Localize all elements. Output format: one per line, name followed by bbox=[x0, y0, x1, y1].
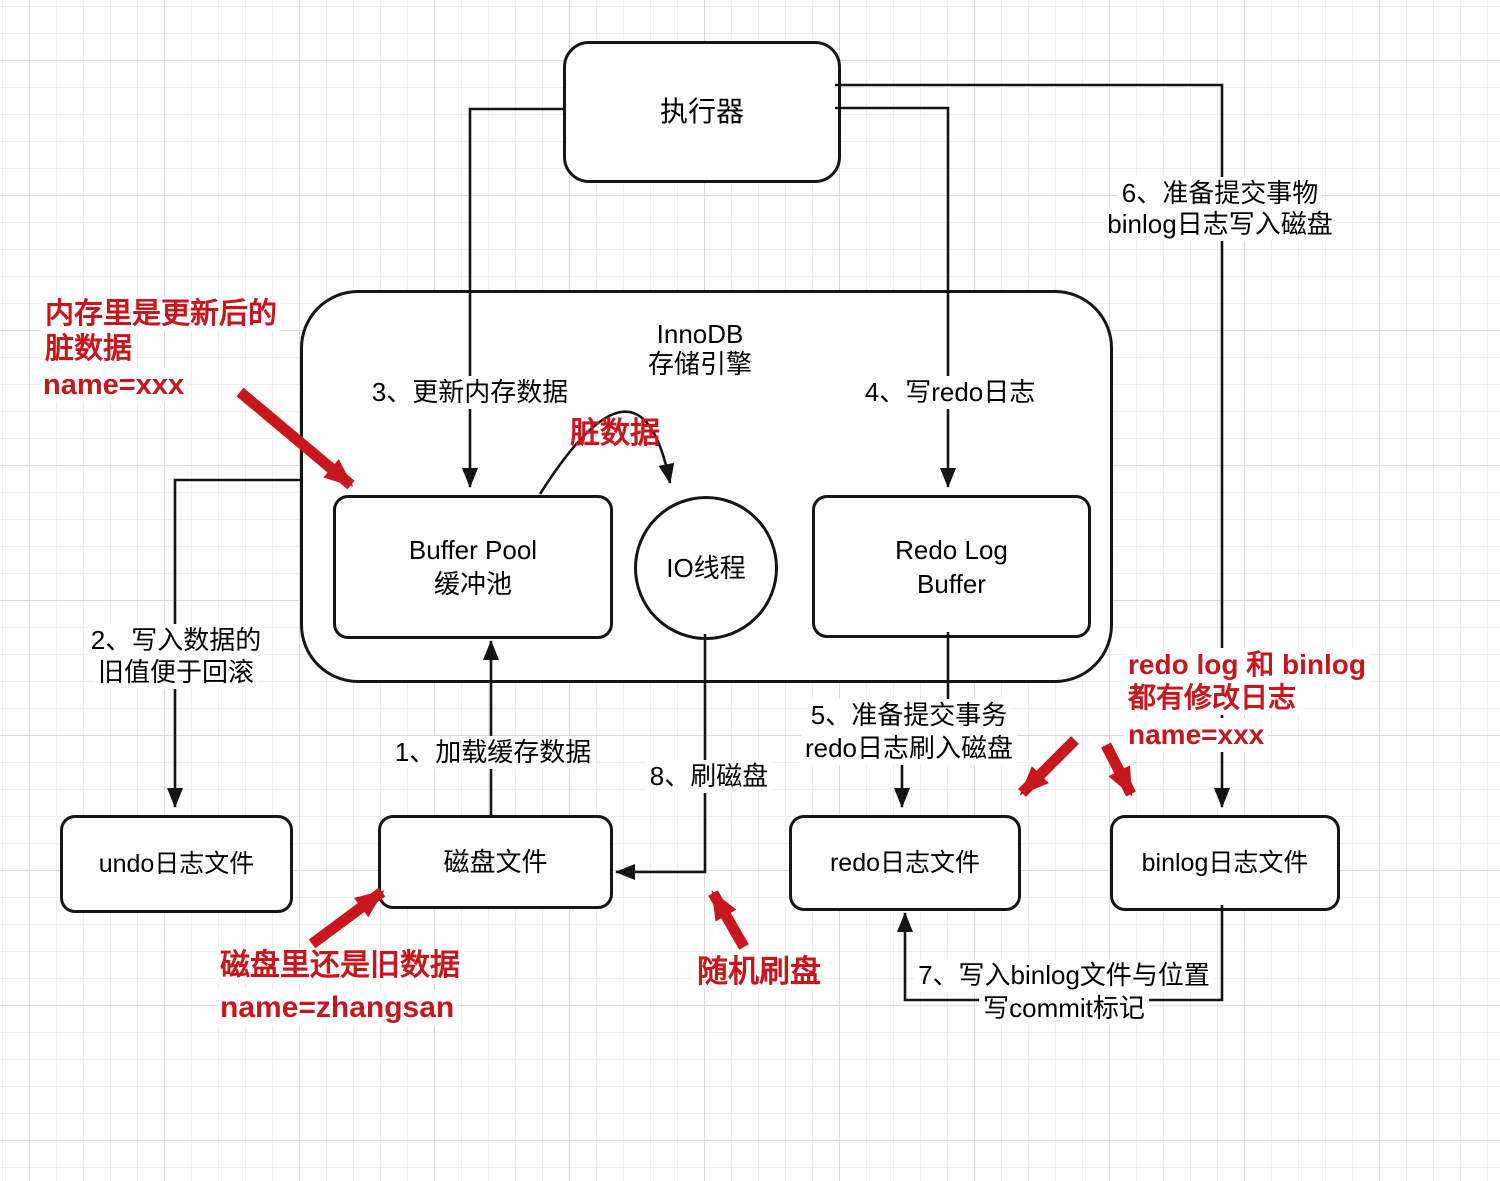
flow-8-io-thread-to-disk-file bbox=[615, 634, 707, 880]
step1-label: 1、加载缓存数据 bbox=[390, 736, 596, 769]
step7-label-line2: 写commit标记 bbox=[979, 992, 1149, 1025]
executor-label: 执行器 bbox=[659, 96, 744, 127]
dirty-memory-note-line2: 脏数据 bbox=[41, 332, 137, 366]
dirty-memory-note-line3: name=xxx bbox=[39, 368, 189, 402]
step2-label-line1: 2、写入数据的 bbox=[86, 624, 266, 657]
redo-log-file-label: redo日志文件 bbox=[829, 849, 981, 877]
binlog-file-label: binlog日志文件 bbox=[1141, 849, 1309, 877]
both-logs-note-line2: 都有修改日志 bbox=[1124, 681, 1301, 715]
dirty-data-note: 脏数据 bbox=[570, 417, 660, 450]
red-arrow-to-binlog-file bbox=[1101, 742, 1136, 797]
step3-label: 3、更新内存数据 bbox=[367, 376, 573, 409]
step7-label-line1: 7、写入binlog文件与位置 bbox=[914, 959, 1214, 992]
undo-log-file-node: undo日志文件 bbox=[60, 815, 293, 913]
flow-2-to-undo-file bbox=[167, 478, 302, 808]
redo-log-buffer-node: Redo Log Buffer bbox=[812, 495, 1091, 638]
disk-file-node: 磁盘文件 bbox=[378, 815, 613, 909]
io-thread-node: IO线程 bbox=[634, 496, 778, 640]
step5-label-line1: 5、准备提交事务 bbox=[806, 699, 1012, 732]
undo-log-file-label: undo日志文件 bbox=[98, 850, 255, 878]
innodb-title-line1: InnoDB bbox=[656, 319, 744, 349]
dirty-memory-note-line1: 内存里是更新后的 bbox=[41, 297, 282, 331]
disk-old-note-line1: 磁盘里还是旧数据 bbox=[216, 948, 464, 984]
buffer-pool-label-line2: 缓冲池 bbox=[433, 569, 512, 599]
redo-log-buffer-label-line1: Redo Log bbox=[895, 534, 1008, 565]
red-arrow-dirty-memory-to-buffer-pool bbox=[236, 387, 355, 490]
buffer-pool-node: Buffer Pool 缓冲池 bbox=[333, 495, 613, 639]
disk-file-label: 磁盘文件 bbox=[443, 847, 548, 877]
disk-old-note-line2: name=zhangsan bbox=[216, 990, 459, 1026]
random-flush-note: 随机刷盘 bbox=[693, 955, 825, 988]
red-arrow-disk-old-to-disk-file bbox=[308, 887, 386, 949]
step6-label-line2: binlog日志写入磁盘 bbox=[1103, 208, 1337, 241]
step2-label-line2: 旧值便于回滚 bbox=[93, 656, 259, 689]
flow-6-executor-to-binlog-file bbox=[835, 83, 1230, 808]
binlog-file-node: binlog日志文件 bbox=[1110, 815, 1340, 911]
step8-label: 8、刷磁盘 bbox=[645, 760, 773, 793]
buffer-pool-label-line1: Buffer Pool bbox=[408, 535, 538, 565]
step6-label-line1: 6、准备提交事物 bbox=[1117, 177, 1323, 210]
step5-label-line2: redo日志刷入磁盘 bbox=[800, 732, 1018, 765]
both-logs-note-line1: redo log 和 binlog bbox=[1124, 648, 1370, 682]
flow-4-executor-to-redo-log-buffer bbox=[835, 106, 956, 488]
redo-log-buffer-label-line2: Buffer bbox=[917, 568, 986, 599]
flow-3-executor-to-buffer-pool bbox=[462, 107, 563, 488]
executor-node: 执行器 bbox=[563, 41, 841, 183]
red-arrow-random-flush bbox=[708, 890, 749, 950]
redo-log-file-node: redo日志文件 bbox=[789, 815, 1021, 911]
both-logs-note-line3: name=xxx bbox=[1124, 718, 1269, 752]
dirty-data-curve-buffer-pool-to-io-thread bbox=[538, 410, 675, 495]
innodb-title-line2: 存储引擎 bbox=[647, 349, 753, 379]
red-arrow-to-redo-file bbox=[1018, 736, 1079, 797]
io-thread-label: IO线程 bbox=[666, 553, 746, 583]
step4-label: 4、写redo日志 bbox=[860, 376, 1040, 409]
